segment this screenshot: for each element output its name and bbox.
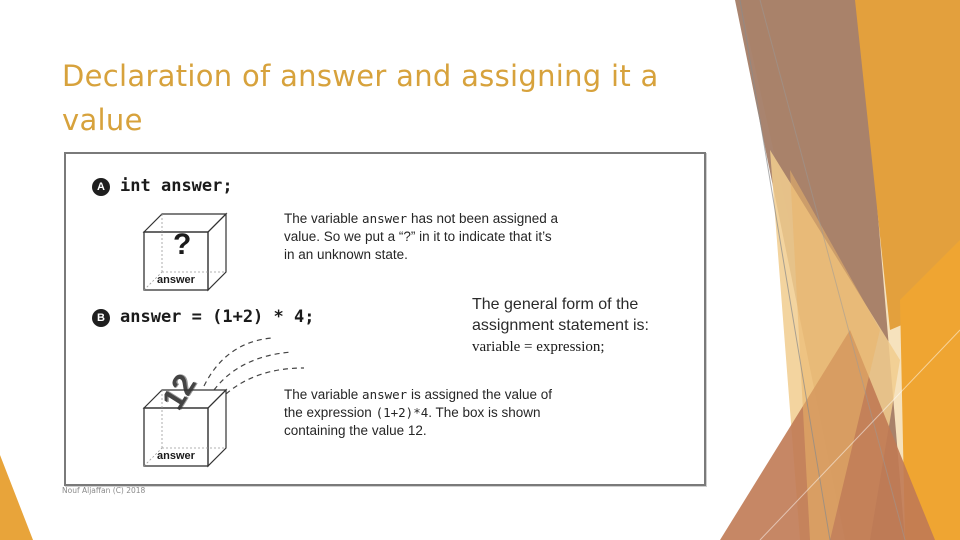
- step-a-desc-line2: value. So we put a “?” in it to indicate…: [284, 229, 552, 244]
- bg-shape-orange-top: [855, 0, 960, 330]
- figure-panel: A int answer; ? answer The variable answ…: [64, 152, 706, 486]
- step-b-code: answer = (1+2) * 4;: [120, 307, 315, 327]
- box-b-label: answer: [157, 450, 195, 462]
- step-b-desc-expr-post: . The box is shown: [428, 405, 541, 420]
- step-b-desc-line3: containing the value 12.: [284, 423, 427, 438]
- step-a-desc-text: The variable: [284, 211, 363, 226]
- step-b-desc-var: answer: [362, 387, 408, 402]
- step-a-desc-line3: in an unknown state.: [284, 247, 408, 262]
- code-keyword-int: int: [120, 176, 151, 196]
- bg-shape-tan-mid: [790, 170, 880, 540]
- motion-arcs: [203, 337, 305, 394]
- variable-box-assigned: [142, 388, 228, 468]
- step-b-description: The variable answer is assigned the valu…: [284, 386, 552, 440]
- step-a-badge: A: [92, 178, 110, 196]
- step-b-badge: B: [92, 309, 110, 327]
- general-form-callout: The general form of the assignment state…: [472, 294, 712, 336]
- assignment-general-form: variable = expression;: [472, 339, 605, 355]
- slide-title: Declaration of answer and assigning it a…: [62, 59, 659, 137]
- step-b-desc-expr: (1+2)*4: [375, 405, 429, 420]
- bg-line-2: [759, 0, 906, 540]
- bg-shape-orange-right: [900, 240, 960, 540]
- callout-line1: The general form of the: [472, 296, 639, 313]
- step-b-desc-text-post: is assigned the value of: [407, 387, 553, 402]
- step-a-description: The variable answer has not been assigne…: [284, 210, 558, 264]
- callout-line2: assignment statement is:: [472, 317, 649, 334]
- step-b-desc-text: The variable: [284, 387, 363, 402]
- code-answer-declaration: answer;: [160, 176, 233, 196]
- unknown-value-symbol: ?: [173, 228, 192, 261]
- variable-box-unassigned: [142, 212, 228, 292]
- bg-line-1: [739, 0, 831, 540]
- step-a-desc-text-post: has not been assigned a: [407, 211, 559, 226]
- box-a-label: answer: [157, 274, 195, 286]
- step-b-desc-expr-pre: the expression: [284, 405, 376, 420]
- step-a-desc-var: answer: [362, 211, 408, 226]
- slide-footer: Nouf Aljaffan (C) 2018: [62, 486, 146, 495]
- bg-line-3: [759, 329, 960, 540]
- step-a-code: int answer;: [120, 176, 233, 196]
- bg-shape-left-corner: [0, 455, 33, 540]
